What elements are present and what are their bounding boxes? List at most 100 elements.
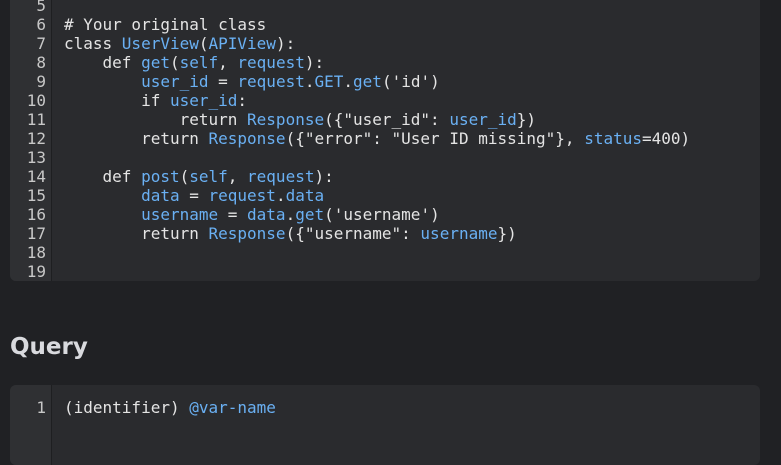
code-token: , (218, 53, 238, 72)
identifier-token: Response (208, 129, 286, 148)
identifier-token: username (420, 224, 498, 243)
code-token: . (275, 186, 286, 205)
query-editor[interactable]: 1 (identifier) @var-name (10, 385, 760, 465)
identifier-token: status (584, 129, 642, 148)
code-token: ): (314, 167, 334, 186)
identifier-token: @var-name (189, 398, 276, 417)
code-line[interactable] (64, 0, 760, 15)
line-number: 9 (36, 72, 46, 91)
code-line[interactable]: def get(self, request): (64, 53, 760, 72)
identifier-token: user_id (449, 110, 517, 129)
code-token: ({"error": "User ID missing"}, (285, 129, 585, 148)
code-token: ({"user_id": (324, 110, 450, 129)
line-number: 14 (26, 167, 46, 186)
code-token: }) (497, 224, 517, 243)
identifier-token: Response (247, 110, 325, 129)
line-number: 18 (26, 243, 46, 262)
code-token (64, 186, 141, 205)
code-line[interactable]: return Response({"user_id": user_id}) (64, 110, 760, 129)
code-line[interactable]: user_id = request.GET.get('id') (64, 72, 760, 91)
code-token: (identifier) (64, 398, 190, 417)
code-line[interactable]: # Your original class (64, 15, 760, 34)
code-token: . (285, 205, 296, 224)
code-line[interactable]: (identifier) @var-name (64, 398, 760, 417)
code-token: class (64, 34, 122, 53)
identifier-token: get (353, 72, 382, 91)
line-number: 1 (36, 398, 46, 417)
identifier-token: UserView (121, 34, 199, 53)
identifier-token: APIView (208, 34, 276, 53)
identifier-token: username (141, 205, 219, 224)
identifier-token: user_id (169, 91, 238, 110)
line-number: 7 (36, 34, 46, 53)
line-number: 17 (26, 224, 46, 243)
identifier-token: request (247, 167, 315, 186)
code-token: = (208, 72, 238, 91)
identifier-token: Response (208, 224, 286, 243)
code-line[interactable]: class UserView(APIView): (64, 34, 760, 53)
code-token: ( (198, 34, 209, 53)
code-token: ): (304, 53, 325, 72)
code-line[interactable]: return Response({"error": "User ID missi… (64, 129, 760, 148)
code-token: }) (516, 110, 537, 129)
code-line[interactable]: username = data.get('username') (64, 205, 760, 224)
query-editor-panel[interactable]: 1 (identifier) @var-name (10, 385, 760, 465)
identifier-token: self (179, 53, 219, 72)
code-line[interactable]: return Response({"username": username}) (64, 224, 760, 243)
line-number: 15 (26, 186, 46, 205)
identifier-token: request (237, 53, 305, 72)
line-number: 6 (36, 15, 46, 34)
code-token: ({"username": (285, 224, 421, 243)
code-line[interactable] (64, 262, 760, 281)
code-line[interactable] (64, 148, 760, 167)
code-token: ('id') (381, 72, 440, 91)
line-number: 19 (26, 262, 46, 281)
identifier-token: user_id (141, 72, 209, 91)
code-token (64, 205, 141, 224)
code-token: ( (179, 167, 190, 186)
line-number: 11 (26, 110, 46, 129)
line-number: 10 (26, 91, 46, 110)
query-lines[interactable]: (identifier) @var-name (52, 385, 760, 465)
code-token: , (227, 167, 248, 186)
code-token: = (218, 205, 248, 224)
identifier-token: request (208, 186, 276, 205)
code-token: ('username') (324, 205, 440, 224)
code-line[interactable]: if user_id: (64, 91, 760, 110)
line-number: 12 (26, 129, 46, 148)
code-token: # Your original class (64, 15, 267, 34)
identifier-token: GET (314, 72, 344, 91)
identifier-token: request (237, 72, 305, 91)
code-token: def (64, 53, 142, 72)
code-token: def (64, 167, 142, 186)
code-line[interactable]: def post(self, request): (64, 167, 760, 186)
code-token: . (304, 72, 315, 91)
code-token: return (64, 129, 209, 148)
code-line[interactable]: data = request.data (64, 186, 760, 205)
code-token: = (179, 186, 209, 205)
identifier-token: self (189, 167, 228, 186)
line-number: 13 (26, 148, 46, 167)
code-token: return (64, 224, 209, 243)
code-token: if (64, 91, 170, 110)
identifier-token: post (141, 167, 180, 186)
code-token: return (64, 110, 248, 129)
identifier-token: get (295, 205, 325, 224)
identifier-token: data (285, 186, 325, 205)
identifier-token: get (141, 53, 170, 72)
code-token: =400) (641, 129, 691, 148)
line-number: 5 (36, 0, 46, 15)
code-token: ( (169, 53, 180, 72)
code-line[interactable] (64, 243, 760, 262)
query-line-number-gutter: 1 (10, 385, 52, 465)
query-heading: Query (10, 334, 88, 360)
identifier-token: data (247, 205, 286, 224)
code-token: ): (275, 34, 296, 53)
code-token: : (237, 91, 248, 110)
line-number: 8 (36, 53, 46, 72)
code-token (64, 72, 141, 91)
